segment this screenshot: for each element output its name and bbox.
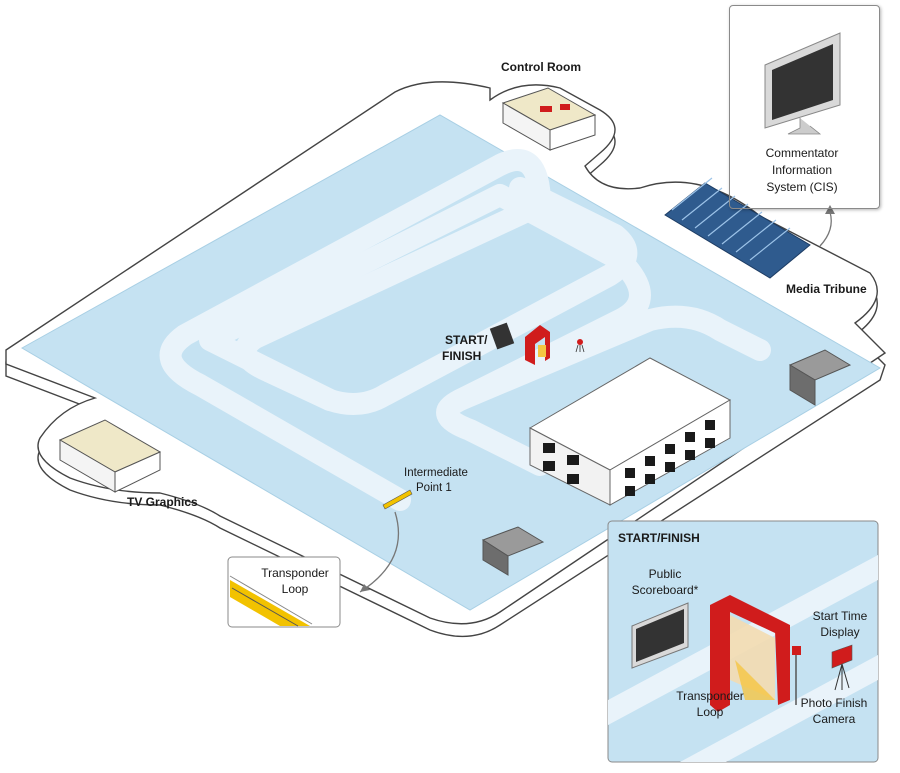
intermediate-label-line2: Point 1 [416,482,452,494]
start-finish-panel-title: START/FINISH [618,531,700,545]
control-room-label: Control Room [501,60,581,74]
scoreboard-label-line2: Scoreboard* [631,583,699,597]
cis-label-line1: Commentator [765,146,839,160]
start-finish-label-line2: FINISH [442,349,482,363]
intermediate-loop-marker [359,489,413,593]
cis-panel [729,5,880,209]
intermediate-label-line1: Intermediate [404,467,468,479]
start-time-label-line1: Start Time [812,609,868,623]
tv-graphics-building [58,419,162,493]
cis-label-line3: System (CIS) [766,180,838,194]
start-finish-label-line1: START/ [445,333,488,347]
transponder-panel-line2: Loop [281,582,309,596]
tv-graphics-label: TV Graphics [127,495,198,509]
start-time-label-line2: Display [820,625,860,639]
scoreboard-label-line1: Public [648,567,682,581]
timing-gate-icon [710,595,790,712]
cis-label-line2: Information [771,163,833,177]
building-icon [528,357,732,506]
race-track [159,149,771,511]
media-tribune-label: Media Tribune [786,282,867,296]
monitor-icon [764,32,841,135]
transponder-detail-line1: Transponder [676,689,744,703]
camera-label-line2: Camera [812,712,856,726]
media-tribune-seats [664,177,835,279]
tunnel-icon [481,349,852,576]
scoreboard-icon [631,602,689,669]
transponder-loop-image [227,556,341,628]
camera-label-line1: Photo Finish [800,696,868,710]
start-finish-detail-scene [607,520,879,763]
start-time-display-icon [831,644,853,691]
camera-icon [792,646,801,705]
start-finish-gate-small [489,322,585,365]
transponder-detail-line2: Loop [696,705,724,719]
transponder-panel-line1: Transponder [261,566,329,580]
control-room-building [501,87,597,151]
